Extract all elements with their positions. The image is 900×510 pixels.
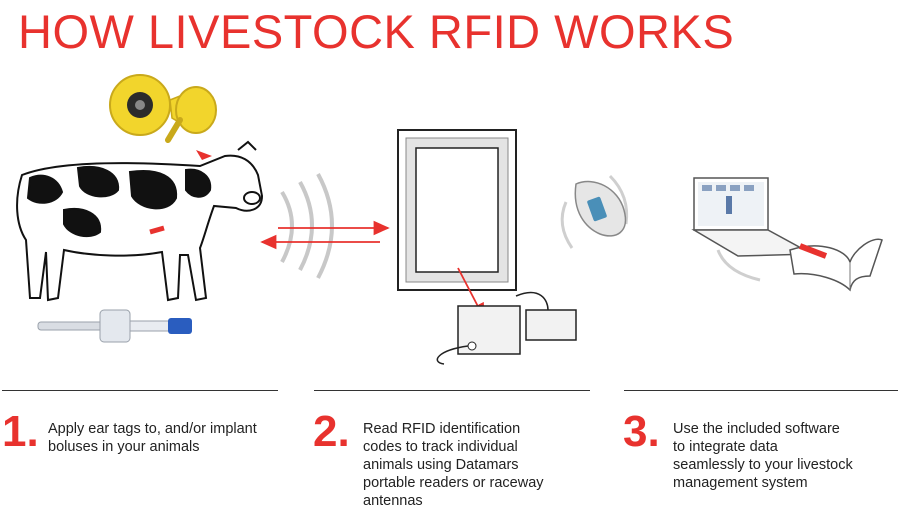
- divider-step-2: [314, 390, 590, 391]
- page-title: HOW LIVESTOCK RFID WORKS: [18, 5, 735, 58]
- divider-step-1: [2, 390, 278, 391]
- radio-wave-icon: [280, 173, 334, 279]
- rfid-diagram: [16, 74, 883, 365]
- divider-step-3: [624, 390, 898, 391]
- step-description: Use the included software to integrate d…: [673, 421, 853, 491]
- raceway-antenna-icon: [397, 129, 517, 291]
- reader-box-icon: [436, 291, 577, 365]
- laptop-icon: [691, 177, 815, 282]
- bolus-syringe-icon: [37, 309, 192, 343]
- ear-tag-icon: [109, 74, 217, 143]
- step-description: Apply ear tags to, and/or implant boluse…: [48, 421, 257, 455]
- step-number: 3.: [623, 407, 660, 456]
- notebook-icon: [789, 238, 883, 292]
- handheld-reader-icon: [560, 174, 629, 249]
- step-description: Read RFID identification codes to track …: [363, 421, 544, 509]
- step-number: 2.: [313, 407, 350, 456]
- cow-icon: [16, 140, 264, 302]
- step-number: 1.: [2, 407, 39, 456]
